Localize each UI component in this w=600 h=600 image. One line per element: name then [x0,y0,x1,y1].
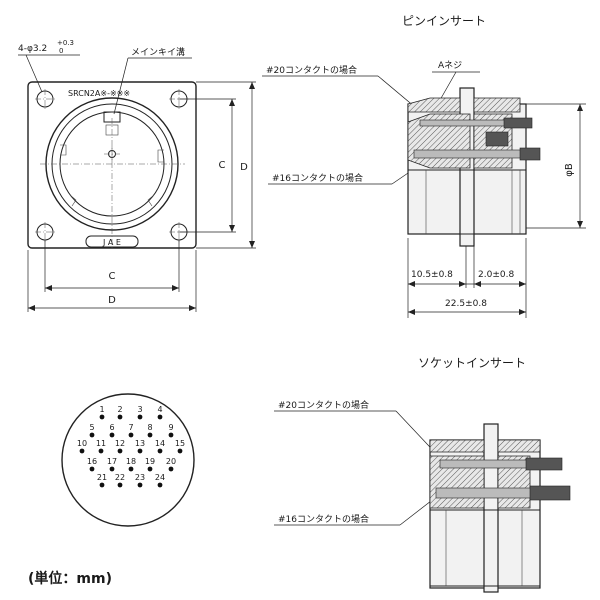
pin-number: 23 [135,473,145,482]
pin-dot [79,448,85,454]
part-marking: SRCN2A※-※※※ [68,89,130,98]
pin-dot [137,448,143,454]
socket-contact16-label: #16コンタクトの場合 [278,513,369,525]
pin-number: 20 [166,457,176,466]
pin-insert-title: ピンインサート [402,14,486,28]
pin-dot [157,448,163,454]
pin-number: 14 [155,439,165,448]
pin-dot [157,482,163,488]
mount-hole-tol-minus: 0 [59,47,63,55]
dim-d-horizontal: D [108,295,116,306]
pin-number: 12 [115,439,125,448]
pin-insert-side-view: ピンインサート #20コンタクトの場合 Aネジ #16コンタクトの場合 φB [262,14,586,318]
pin-number: 15 [175,439,185,448]
pin-dot [147,466,153,472]
pin-dot [117,448,123,454]
pin-number: 6 [109,423,114,432]
dim-2-0: 2.0±0.8 [478,270,514,280]
socket-contact20-label: #20コンタクトの場合 [278,399,369,411]
pin-number: 16 [87,457,97,466]
pin-dot [157,414,163,420]
pin-dot [89,466,95,472]
pin-dot [109,432,115,438]
mount-hole-tol-plus: +0.3 [57,39,74,47]
pin-dot [168,432,174,438]
a-screw-label: Aネジ [438,60,462,71]
pin-dot [99,482,105,488]
socket-contact-16 [435,487,541,499]
pin-dot [147,432,153,438]
dim-d-vertical: D [240,162,248,173]
pin-number: 9 [168,423,173,432]
pin-number: 22 [115,473,125,482]
pin-dot [177,448,183,454]
pin-number: 19 [145,457,155,466]
front-view: J A E SRCN2A※-※※※ 4-φ3.2 +0.3 0 メインキイ溝 C… [18,39,256,312]
pin-number: 21 [97,473,107,482]
socket-contact-20 [439,459,537,469]
pin-layout-outline [61,393,195,527]
pin-contact16-label: #16コンタクトの場合 [272,172,363,184]
pin-dot [117,414,123,420]
pin-dot [128,466,134,472]
pin-dot [109,466,115,472]
unit-note: (単位：mm) [28,570,112,587]
pin-dot [99,414,105,420]
pin-number: 5 [89,423,94,432]
pin-dot [89,432,95,438]
pin-number: 24 [155,473,165,482]
dim-c-horizontal: C [109,271,116,282]
pin-number: 17 [107,457,117,466]
pin-number: 8 [147,423,152,432]
pin-dot [137,414,143,420]
key-groove-label: メインキイ溝 [131,46,185,58]
pin-dot [98,448,104,454]
dim-22-5: 22.5±0.8 [445,299,487,309]
pin-dot [137,482,143,488]
socket-insert-title: ソケットインサート [418,356,526,370]
pin-number: 3 [137,405,142,414]
socket-insert-side-view: ソケットインサート #20コンタクトの場合 #16コンタクトの場合 [274,356,571,593]
pin-number: 2 [117,405,122,414]
dim-phi-b: φB [564,163,575,177]
pin-dot [117,482,123,488]
pin-number: 1 [99,405,104,414]
pin-number: 4 [157,405,162,414]
pin-number: 18 [126,457,136,466]
pin-dot [168,466,174,472]
pin-number: 10 [77,439,87,448]
dim-10-5: 10.5±0.8 [411,270,453,280]
pin-dot [128,432,134,438]
pin-number: 11 [96,439,106,448]
socket-flange [483,423,499,593]
dim-c-vertical: C [219,160,226,171]
pin-number: 13 [135,439,145,448]
mount-hole-label: 4-φ3.2 [18,44,47,54]
pin-contact-16 [413,149,533,159]
pin-contact20-label: #20コンタクトの場合 [266,64,357,76]
pin-number: 7 [128,423,133,432]
brand-marking: J A E [102,238,121,247]
